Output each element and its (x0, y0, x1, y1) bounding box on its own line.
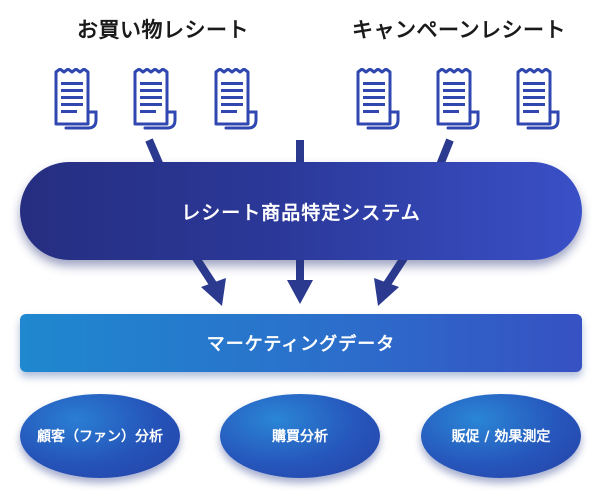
receipt-icon (214, 68, 258, 130)
arrow-head (201, 278, 226, 306)
receipt-icon (436, 68, 480, 130)
campaign-receipt-heading: キャンペーンレシート (352, 18, 566, 42)
shopping-receipt-heading: お買い物レシート (77, 18, 249, 42)
promotion-effect-measurement: 販促 / 効果測定 (421, 394, 581, 478)
receipt-icon (356, 68, 400, 130)
arrow-out-of-system (192, 255, 217, 287)
arrow-head (374, 278, 399, 306)
arrow-head (287, 280, 313, 304)
customer-fan-analysis: 顧客（ファン）分析 (20, 394, 180, 478)
arrow-out-of-system (383, 255, 408, 287)
receipt-icon (54, 68, 98, 130)
receipt-icon (133, 68, 177, 130)
purchase-analysis: 購買分析 (220, 394, 380, 478)
marketing-data: マーケティングデータ (20, 314, 582, 372)
receipt-product-identification-system: レシート商品特定システム (20, 162, 582, 260)
receipt-icon (516, 68, 560, 130)
